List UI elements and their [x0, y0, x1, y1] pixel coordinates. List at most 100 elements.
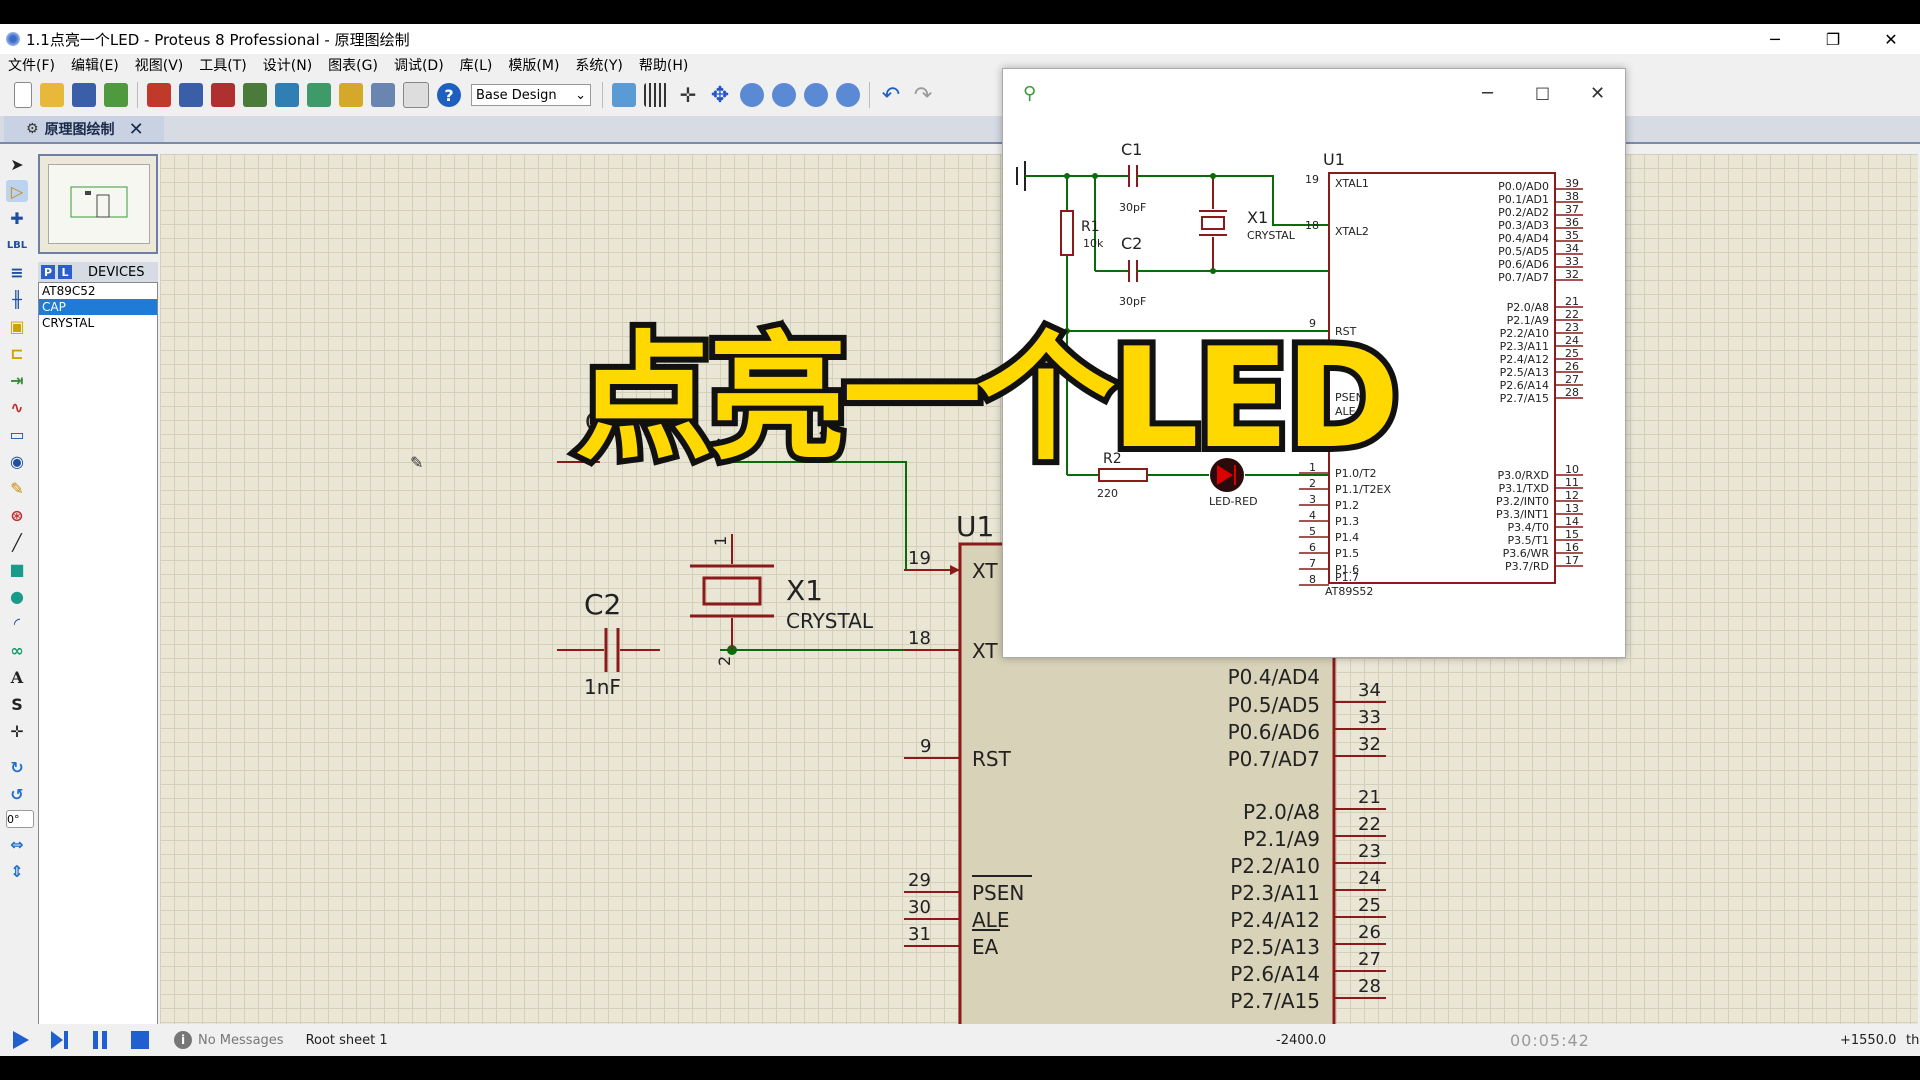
zoom-area-icon[interactable]: [836, 83, 860, 107]
minimize-button[interactable]: ─: [1770, 29, 1780, 49]
box-icon[interactable]: ■: [9, 559, 25, 579]
graph-icon[interactable]: ∿: [10, 397, 24, 417]
selection-mode-icon[interactable]: ➤: [10, 154, 24, 174]
device-item[interactable]: CRYSTAL: [42, 316, 95, 330]
right-pin-label: P0.5/AD5: [1498, 245, 1549, 258]
rotate-cw-icon[interactable]: ↻: [10, 757, 24, 777]
messages-status[interactable]: No Messages: [198, 1032, 284, 1048]
undo-icon[interactable]: ↶: [881, 82, 901, 108]
right-pin-num: 26: [1358, 922, 1381, 943]
p1-pin-num: 8: [1309, 573, 1316, 586]
pick-device-button[interactable]: P: [41, 265, 55, 279]
right-pin-label: P3.5/T1: [1507, 534, 1549, 547]
junction-dot-icon[interactable]: ✚: [10, 208, 24, 228]
play-icon[interactable]: [8, 1028, 32, 1052]
right-pin-num: 13: [1565, 502, 1579, 515]
arc-icon[interactable]: ◜: [13, 613, 21, 633]
text-icon[interactable]: A: [10, 667, 24, 687]
pan-icon[interactable]: ✥: [710, 82, 730, 108]
device-item-selected[interactable]: CAP: [39, 299, 157, 315]
tab-schematic-capture[interactable]: ⚙ 原理图绘制 ✕: [4, 116, 164, 142]
pause-icon[interactable]: [88, 1028, 112, 1052]
buses-icon[interactable]: ╫: [12, 289, 22, 309]
menu-edit[interactable]: 编辑(E): [70, 58, 119, 74]
line-icon[interactable]: ╱: [12, 532, 22, 552]
window-controls: ─ ❐ ✕: [1746, 24, 1920, 54]
restore-button[interactable]: ❐: [1825, 29, 1841, 49]
pin29-num: 29: [908, 870, 931, 891]
popup-close-button[interactable]: ✕: [1589, 83, 1606, 104]
design-variant-select[interactable]: Base Design ⌄: [471, 84, 591, 106]
3d-view-icon[interactable]: [243, 83, 267, 107]
design-explorer-icon[interactable]: [307, 83, 331, 107]
circle-icon[interactable]: ●: [10, 586, 24, 606]
redo-icon[interactable]: ↷: [913, 82, 933, 108]
right-pin-num: 22: [1358, 814, 1381, 835]
pin-icon[interactable]: ⚲: [1023, 83, 1037, 104]
gerber-icon[interactable]: [275, 83, 299, 107]
symbol-icon[interactable]: S: [11, 694, 23, 714]
popup-maximize-button[interactable]: □: [1534, 83, 1551, 102]
new-file-icon[interactable]: [14, 82, 32, 108]
right-pin-num: 21: [1565, 295, 1579, 308]
step-icon[interactable]: [48, 1028, 72, 1052]
menu-file[interactable]: 文件(F): [8, 58, 55, 74]
wire-label-icon[interactable]: LBL: [6, 239, 28, 251]
subcircuit-icon[interactable]: ▣: [9, 316, 25, 336]
menu-view[interactable]: 视图(V): [134, 58, 184, 74]
rotate-ccw-icon[interactable]: ↺: [10, 784, 24, 804]
text-script-icon[interactable]: ≡: [10, 262, 24, 282]
right-pin-label: P2.6/A14: [1230, 962, 1320, 986]
voltage-probe-icon[interactable]: ✎: [10, 478, 24, 498]
origin-icon[interactable]: ✛: [679, 83, 697, 107]
notes-icon[interactable]: [403, 82, 429, 108]
menu-tools[interactable]: 工具(T): [199, 58, 247, 74]
bom-icon[interactable]: [339, 83, 363, 107]
pcb-icon[interactable]: [211, 83, 235, 107]
stop-icon[interactable]: [128, 1028, 152, 1052]
menu-system[interactable]: 系统(Y): [575, 58, 623, 74]
rotation-field[interactable]: 0°: [6, 810, 34, 828]
tab-close-icon[interactable]: ✕: [128, 118, 144, 140]
menu-graph[interactable]: 图表(G): [328, 58, 378, 74]
mirror-x-icon[interactable]: ⇔: [10, 834, 24, 854]
help-icon[interactable]: ?: [437, 83, 461, 107]
menu-library[interactable]: 库(L): [459, 58, 493, 74]
generator-icon[interactable]: ◉: [10, 451, 24, 471]
zoom-all-icon[interactable]: [804, 83, 828, 107]
zoom-in-icon[interactable]: [740, 83, 764, 107]
zoom-out-icon[interactable]: [772, 83, 796, 107]
overview-panel[interactable]: [38, 154, 158, 254]
home-icon[interactable]: [147, 83, 171, 107]
refresh-icon[interactable]: [612, 83, 636, 107]
library-manager-button[interactable]: L: [58, 265, 72, 279]
info-icon: i: [174, 1031, 192, 1049]
toolbar-separator: [137, 82, 138, 108]
reference-popup[interactable]: ⚲ ─ □ ✕ C1 30pF C2 30pF R1 10k: [1002, 68, 1626, 658]
popup-x1-label: X1: [1247, 208, 1268, 227]
right-pin-num: 36: [1565, 216, 1579, 229]
save-icon[interactable]: [72, 83, 96, 107]
menu-help[interactable]: 帮助(H): [638, 58, 689, 74]
open-folder-icon[interactable]: [40, 83, 64, 107]
right-pin-num: 11: [1565, 476, 1579, 489]
device-pins-icon[interactable]: ⇥: [10, 370, 24, 390]
popup-minimize-button[interactable]: ─: [1482, 83, 1493, 104]
close-button[interactable]: ✕: [1884, 29, 1898, 49]
p1-pin-label: P1.7: [1335, 571, 1359, 584]
device-item[interactable]: AT89C52: [42, 284, 96, 298]
marker-icon[interactable]: ✛: [10, 721, 24, 741]
menu-template[interactable]: 模版(M): [508, 58, 560, 74]
mirror-y-icon[interactable]: ⇕: [10, 861, 24, 881]
component-mode-icon[interactable]: ▷: [6, 180, 28, 202]
tape-recorder-icon[interactable]: ▭: [9, 424, 25, 444]
import-icon[interactable]: [104, 83, 128, 107]
grid-icon[interactable]: [644, 83, 668, 107]
schematic-icon[interactable]: [179, 83, 203, 107]
menu-debug[interactable]: 调试(D): [393, 58, 444, 74]
menu-design[interactable]: 设计(N): [262, 58, 313, 74]
source-code-icon[interactable]: [371, 83, 395, 107]
virtual-instruments-icon[interactable]: ⊛: [10, 505, 24, 525]
path-icon[interactable]: ∞: [10, 640, 24, 660]
terminals-icon[interactable]: ⊏: [10, 343, 24, 363]
